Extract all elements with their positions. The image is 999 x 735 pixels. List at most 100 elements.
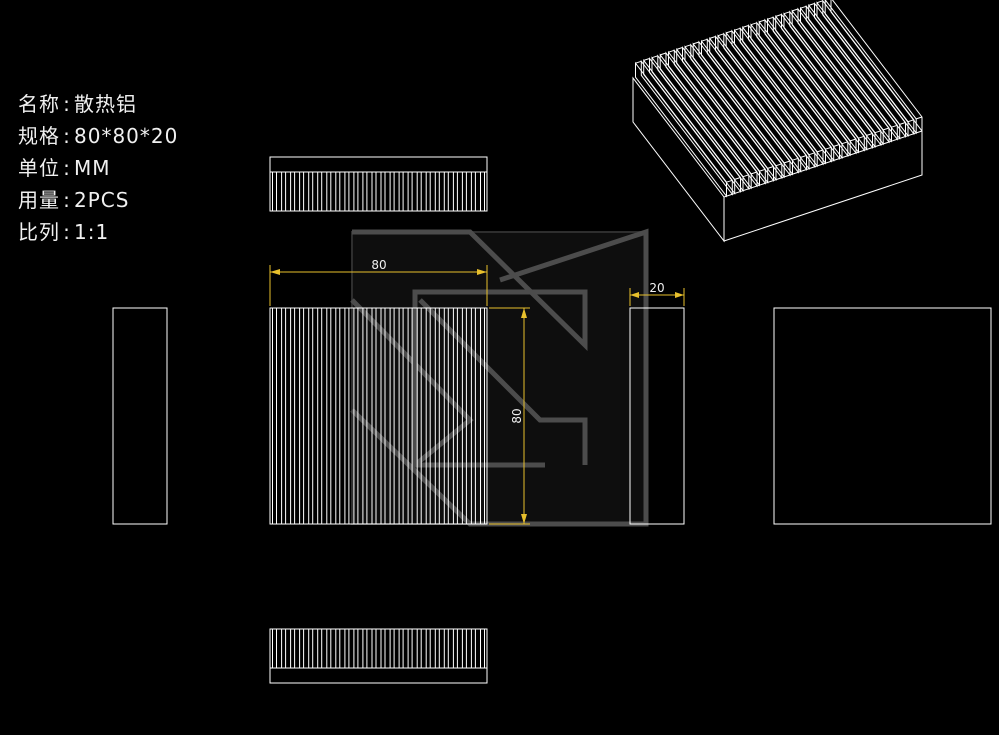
top-fin	[407, 171, 413, 212]
iso-fin-front-edge	[784, 160, 791, 164]
thickness-dimension-text: 20	[649, 281, 664, 295]
bottom-fin	[371, 628, 377, 669]
iso-fin-top-edge	[693, 41, 700, 45]
width-arrow-left	[270, 269, 280, 275]
iso-fin-front-edge	[850, 138, 857, 142]
iso-fin-blade	[830, 0, 923, 133]
thickness-arrow-right	[675, 292, 684, 298]
bottom-fin	[452, 628, 458, 669]
top-fin	[389, 171, 395, 212]
iso-fin-top-edge	[792, 8, 799, 12]
bottom-fin	[434, 628, 440, 669]
spec-separator: :	[63, 124, 71, 148]
iso-fin-front-edge	[825, 146, 832, 150]
iso-fin-front-edge	[883, 127, 890, 131]
right-side-view	[629, 307, 685, 525]
spec-qty-row: 用量:2PCS	[18, 184, 129, 213]
top-fin	[452, 171, 458, 212]
bottom-fin	[443, 628, 449, 669]
iso-fin-front-edge	[751, 171, 758, 175]
bottom-view-outline	[269, 628, 488, 684]
bottom-fin	[362, 628, 368, 669]
iso-fin-top-edge	[676, 47, 683, 50]
thickness-arrow-left	[630, 292, 639, 298]
spec-separator: :	[63, 220, 71, 244]
iso-fin-top-edge	[750, 22, 757, 26]
spec-scale-row: 比列:1:1	[18, 216, 109, 245]
top-fin	[272, 171, 277, 212]
top-fin	[281, 171, 287, 212]
height-arrow-top	[521, 308, 527, 318]
iso-fin-top-edge	[635, 60, 642, 64]
iso-fin-front-edge	[817, 149, 824, 153]
spec-separator: :	[63, 92, 71, 116]
top-view-fins	[272, 171, 485, 212]
iso-fin-front-edge	[858, 135, 865, 139]
spec-separator: :	[63, 188, 71, 212]
top-fin	[290, 171, 296, 212]
iso-fin-top-edge	[808, 3, 815, 6]
bottom-view	[269, 628, 488, 684]
top-fin	[335, 171, 341, 212]
top-fin	[317, 171, 323, 212]
iso-fin-front-edge	[808, 152, 815, 156]
iso-fin-top-edge	[783, 11, 790, 15]
iso-fin-top-edge	[742, 25, 749, 28]
top-fin	[443, 171, 449, 212]
top-fin	[344, 171, 350, 212]
bottom-fin	[272, 628, 277, 669]
spec-unit-row: 单位:MM	[18, 152, 111, 181]
bottom-fin	[425, 628, 431, 669]
bottom-fin	[326, 628, 332, 669]
top-fin	[480, 171, 485, 212]
isometric-view	[632, 0, 923, 243]
iso-fin-front-edge	[907, 119, 914, 123]
bottom-fin	[389, 628, 395, 669]
iso-fin-top-edge	[775, 14, 782, 17]
top-fin	[353, 171, 359, 212]
iso-fin-top-edge	[709, 36, 716, 39]
iso-fin-top-edge	[668, 49, 675, 53]
spec-separator: :	[63, 156, 71, 180]
bottom-fin	[416, 628, 422, 669]
iso-fin-top-edge	[767, 16, 774, 20]
bottom-fin	[353, 628, 359, 669]
spec-name-row: 名称:散热铝	[18, 88, 137, 117]
iso-fin-front-edge	[899, 122, 906, 125]
spec-size-label: 规格	[18, 124, 60, 148]
spec-size-value: 80*80*20	[74, 124, 179, 148]
bottom-fin	[344, 628, 350, 669]
iso-fin-front-edge	[800, 155, 807, 158]
iso-fin-top-edge	[800, 5, 807, 9]
iso-fin-front-edge	[726, 179, 733, 183]
left-side-view	[112, 307, 168, 525]
bottom-fin	[407, 628, 413, 669]
iso-fin-front-edge	[759, 168, 766, 172]
iso-fin-top-edge	[660, 52, 667, 56]
spec-unit-label: 单位	[18, 156, 60, 180]
spec-unit-value: MM	[74, 156, 111, 180]
iso-fin-top-edge	[717, 33, 724, 37]
top-fin	[308, 171, 314, 212]
iso-fin-top-edge	[726, 30, 733, 34]
bottom-fin	[461, 628, 467, 669]
top-fin	[398, 171, 404, 212]
height-dimension: 80	[489, 307, 530, 525]
iso-fin-front-edge	[833, 144, 840, 147]
bottom-fin	[470, 628, 476, 669]
iso-fin-top-edge	[701, 38, 708, 42]
iso-fin-top-edge	[759, 19, 766, 23]
bottom-fin	[398, 628, 404, 669]
top-fin	[425, 171, 431, 212]
bottom-fin	[335, 628, 341, 669]
width-dimension-text: 80	[371, 258, 386, 272]
iso-fin-front-edge	[792, 157, 799, 161]
watermark-logo	[350, 228, 649, 527]
top-fin	[362, 171, 368, 212]
iso-left-face	[632, 76, 725, 243]
spec-scale-value: 1:1	[74, 220, 110, 244]
bottom-fin	[290, 628, 296, 669]
height-dimension-text: 80	[510, 408, 524, 423]
bottom-fin	[317, 628, 323, 669]
